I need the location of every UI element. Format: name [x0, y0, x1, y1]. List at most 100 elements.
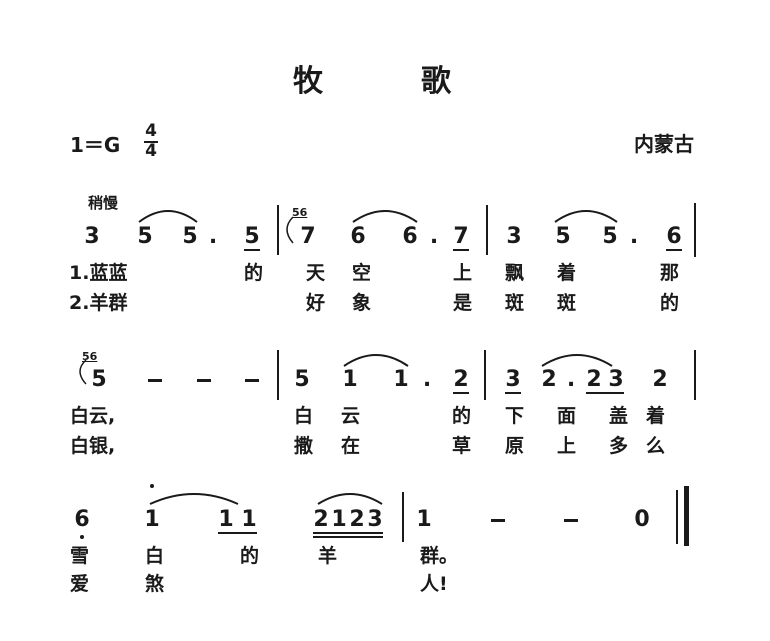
lyric: 天	[306, 262, 326, 284]
note: 2	[541, 367, 557, 392]
song-title: 牧 歌	[293, 64, 453, 99]
lyric: 的	[240, 545, 260, 567]
lyric: 下	[505, 405, 525, 427]
lyric: 羊	[318, 545, 338, 567]
lyric: 白	[294, 405, 314, 427]
note: 5	[91, 367, 107, 392]
barline	[694, 350, 696, 400]
lyric: 1.蓝蓝	[69, 262, 128, 284]
lyric: 煞	[145, 573, 165, 595]
time-signature-divider	[144, 141, 158, 143]
note: 1	[331, 507, 347, 532]
lyric: 云	[341, 405, 361, 427]
dot: .	[422, 367, 432, 392]
slur	[541, 354, 613, 367]
dot: .	[629, 224, 639, 249]
note: 5	[602, 224, 618, 249]
lyric: 在	[341, 435, 361, 457]
note: 5	[137, 224, 153, 249]
lyric: 的	[244, 262, 264, 284]
note: 1	[218, 507, 234, 532]
barline	[277, 205, 279, 255]
note: 3	[367, 507, 383, 532]
dot: .	[208, 224, 218, 249]
underline	[313, 536, 383, 538]
note: 1	[241, 507, 257, 532]
lyric: 的	[452, 405, 472, 427]
barline	[694, 203, 696, 257]
note: 5	[244, 224, 260, 249]
note: 1	[144, 507, 160, 532]
lyric: 白	[145, 545, 165, 567]
high-octave-dot	[150, 484, 154, 488]
note: 1	[416, 507, 432, 532]
note: 6	[74, 507, 90, 532]
low-octave-dot	[80, 535, 84, 539]
lyric: 上	[453, 262, 473, 284]
origin-label: 内蒙古	[634, 132, 694, 156]
note: 2	[453, 367, 469, 392]
note: 7	[300, 224, 316, 249]
dash	[491, 519, 505, 522]
grace-note: 56	[82, 350, 98, 363]
note: 6	[350, 224, 366, 249]
time-signature-top: 4	[145, 121, 157, 141]
note: 2	[652, 367, 668, 392]
note: 2	[586, 367, 602, 392]
dash	[197, 379, 211, 382]
note: 5	[294, 367, 310, 392]
lyric: 斑	[557, 292, 577, 314]
lyric: 2.羊群	[69, 292, 128, 314]
slur	[317, 493, 383, 505]
note: 5	[555, 224, 571, 249]
note: 1	[342, 367, 358, 392]
lyric: 群。	[420, 545, 459, 567]
lyric: 白云,	[70, 405, 116, 427]
note: 3	[608, 367, 624, 392]
underline	[313, 532, 383, 534]
dash	[564, 519, 578, 522]
note: 2	[313, 507, 329, 532]
dot: .	[429, 224, 439, 249]
final-barline-thin	[676, 490, 678, 544]
lyric: 面	[557, 405, 577, 427]
key-signature: 1＝G	[70, 133, 121, 157]
barline	[277, 350, 279, 400]
note: 7	[453, 224, 469, 249]
time-signature-bottom: 4	[145, 141, 157, 161]
underline	[505, 392, 521, 394]
lyric: 空	[352, 262, 372, 284]
note: 6	[402, 224, 418, 249]
lyric: 原	[505, 435, 525, 457]
lyric: 盖	[609, 405, 629, 427]
lyric: 上	[557, 435, 577, 457]
note: 6	[666, 224, 682, 249]
lyric: 象	[352, 292, 372, 314]
lyric: 撒	[294, 435, 314, 457]
lyric: 爱	[70, 573, 90, 595]
note: 3	[505, 367, 521, 392]
lyric: 雪	[70, 545, 90, 567]
lyric: 好	[306, 292, 326, 314]
note: 5	[182, 224, 198, 249]
underline	[586, 392, 624, 394]
note: 1	[393, 367, 409, 392]
note: 0	[634, 507, 650, 532]
dash	[148, 379, 162, 382]
slur	[343, 354, 409, 367]
barline	[402, 492, 404, 542]
lyric: 飘	[505, 262, 525, 284]
note: 2	[349, 507, 365, 532]
lyric: 是	[453, 292, 473, 314]
slur	[138, 210, 198, 223]
lyric: 着	[557, 262, 577, 284]
dash	[245, 379, 259, 382]
underline	[218, 532, 257, 534]
barline	[486, 205, 488, 255]
lyric: 着	[646, 405, 666, 427]
lyric: 多	[609, 435, 629, 457]
slur	[554, 210, 618, 223]
underline	[453, 392, 469, 394]
lyric: 白银,	[70, 435, 116, 457]
grace-note: 56	[292, 206, 308, 219]
